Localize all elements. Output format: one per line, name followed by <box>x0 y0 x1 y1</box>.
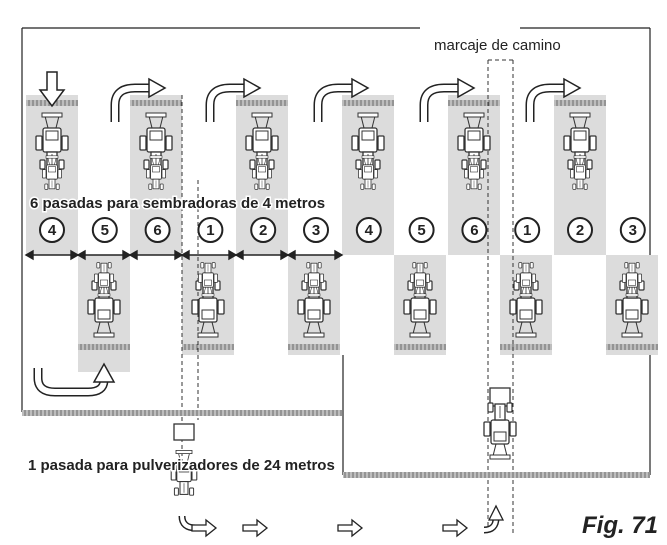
seeder-caption: 6 pasadas para sembradoras de 4 metros <box>30 195 325 212</box>
pass-number: 3 <box>312 222 320 239</box>
pass-number-circle <box>144 217 171 243</box>
top-tractors <box>35 112 597 190</box>
pass-number: 1 <box>206 222 214 239</box>
start-arrow-icon <box>38 71 66 108</box>
bottom-direction-arrows <box>178 504 505 537</box>
pass-number: 4 <box>48 222 57 239</box>
pass-number: 5 <box>101 222 109 239</box>
arrow-right-icon <box>442 519 468 537</box>
sprayer-right <box>483 387 517 460</box>
pass-number: 5 <box>417 222 425 239</box>
pass-number-circle <box>461 217 488 243</box>
pass-number-circle <box>91 217 118 243</box>
arrow-right-icon <box>337 519 363 537</box>
pass-number-circle <box>514 217 541 243</box>
pass-number-row: 4 5 6 1 2 3 4 5 6 1 2 3 <box>39 217 646 243</box>
pass-number: 6 <box>470 222 478 239</box>
bottom-tractors <box>87 262 649 338</box>
pass-number: 2 <box>259 222 267 239</box>
arrow-right-icon <box>242 519 268 537</box>
pass-number: 3 <box>629 222 637 239</box>
pass-width-arrows <box>24 249 344 261</box>
pass-number-circle <box>250 217 277 243</box>
pass-number-circle <box>39 217 65 243</box>
pass-number: 4 <box>365 222 374 239</box>
pass-number-circle <box>567 217 593 243</box>
pass-number: 2 <box>576 222 584 239</box>
u-turn-arrow-bottom-icon <box>33 362 116 397</box>
figure-label: Fig. 71 <box>582 512 658 539</box>
pass-number-circle <box>303 217 329 243</box>
pass-number-circle <box>197 217 224 243</box>
arrow-right-icon <box>191 519 217 537</box>
pass-number-circle <box>355 217 382 243</box>
pass-number-circle <box>408 217 435 243</box>
sprayer-boom-left <box>22 410 342 416</box>
marker-label: marcaje de camino <box>434 37 561 54</box>
bottom-row-strips <box>78 255 658 372</box>
sprayer-boom-right <box>343 472 650 478</box>
pass-number: 6 <box>153 222 161 239</box>
pass-number: 1 <box>523 222 531 239</box>
pass-number-circle <box>619 217 646 243</box>
sprayer-caption: 1 pasada para pulverizadores de 24 metro… <box>28 457 335 474</box>
sprayer-left <box>170 423 198 496</box>
